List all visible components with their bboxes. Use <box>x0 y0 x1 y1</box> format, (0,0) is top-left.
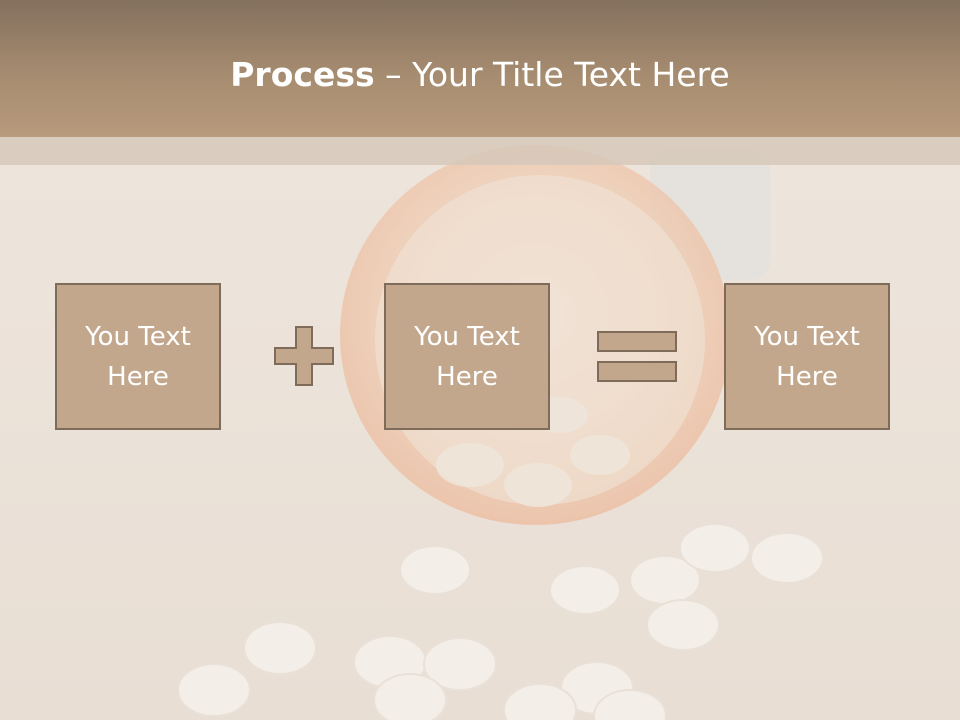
title-rest: – Your Title Text Here <box>374 55 730 94</box>
process-box-1: You Text Here <box>55 283 221 430</box>
process-box-1-text: You Text Here <box>85 321 191 392</box>
title-strip <box>0 137 960 165</box>
title-bar <box>0 0 960 137</box>
process-box-3-text: You Text Here <box>754 321 860 392</box>
plus-icon <box>274 326 334 386</box>
slide-title: Process – Your Title Text Here <box>0 52 960 98</box>
process-box-3: You Text Here <box>724 283 890 430</box>
equals-icon <box>597 331 677 382</box>
process-box-2-text: You Text Here <box>414 321 520 392</box>
process-box-2: You Text Here <box>384 283 550 430</box>
title-bold: Process <box>230 55 375 94</box>
